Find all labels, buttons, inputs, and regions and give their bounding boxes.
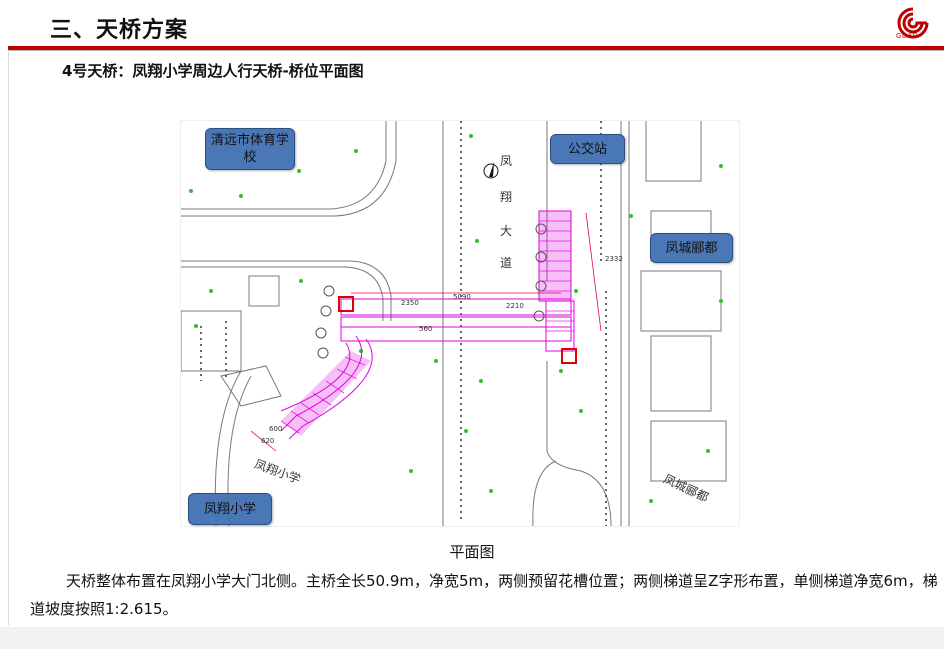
dim-label: 2210 xyxy=(506,302,524,310)
header-red-rule xyxy=(8,46,944,50)
description-paragraph: 天桥整体布置在凤翔小学大门北侧。主桥全长50.9m，净宽5m，两侧预留花槽位置；… xyxy=(30,572,938,618)
callout-bus-stop: 公交站 xyxy=(550,134,625,164)
road-label-vertical-1: 凤 xyxy=(500,154,513,168)
figure-caption: 平面图 xyxy=(449,543,495,561)
callout-school: 凤翔小学 xyxy=(188,493,272,525)
dim-label: 620 xyxy=(261,437,274,445)
left-border-rule xyxy=(8,50,9,625)
road-label-vertical-2: 翔 xyxy=(500,190,513,204)
gdad-logo-icon xyxy=(897,7,929,39)
footer-bar xyxy=(0,627,944,649)
dim-label: 5090 xyxy=(453,293,471,301)
logo-text: GDAD xyxy=(896,33,919,40)
dim-label: 2350 xyxy=(401,299,419,307)
dim-label: 2332 xyxy=(605,255,623,263)
road-label-vertical-3: 大 xyxy=(500,224,513,238)
header-gray-rule xyxy=(8,50,944,51)
plan-drawing: 2350 5090 2210 560 2332 600 620 xyxy=(180,120,740,527)
dim-label: 600 xyxy=(269,425,282,433)
callout-city: 凤城郦都 xyxy=(650,233,733,263)
plan-drawing-svg: 2350 5090 2210 560 2332 600 620 xyxy=(180,121,727,527)
callout-gym: 清远市体育学校 xyxy=(205,128,295,170)
dim-label: 560 xyxy=(419,325,432,333)
road-label-vertical-4: 道 xyxy=(500,256,513,270)
page-title: 三、天桥方案 xyxy=(50,18,189,43)
section-subtitle: 4号天桥：凤翔小学周边人行天桥-桥位平面图 xyxy=(62,62,364,80)
